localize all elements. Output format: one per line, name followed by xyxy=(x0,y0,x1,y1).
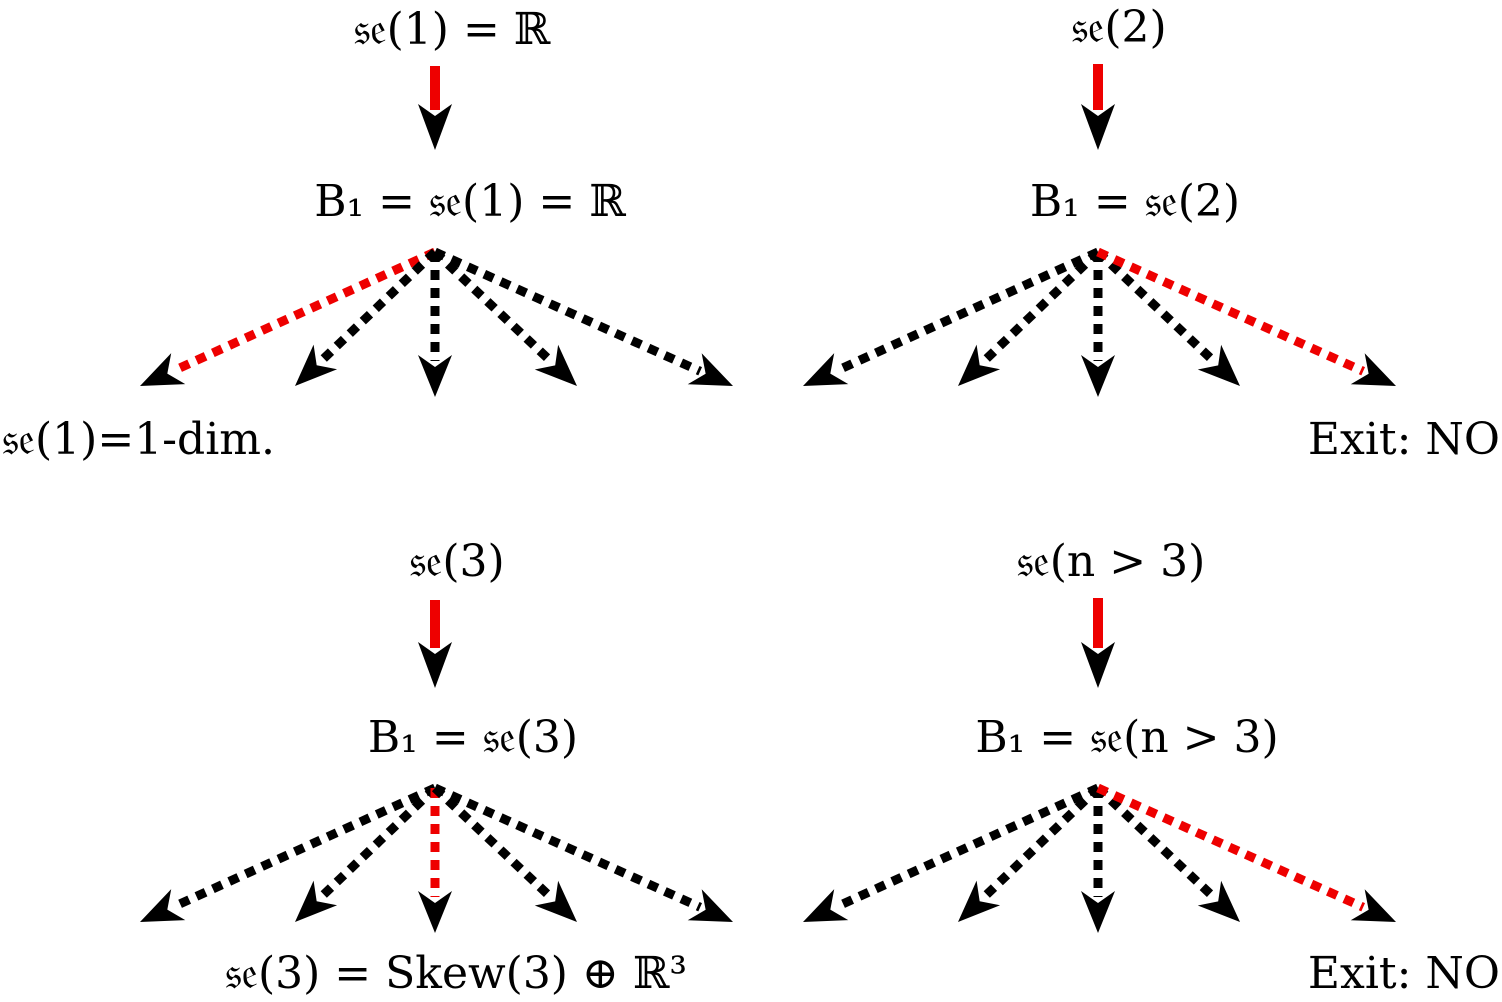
branch-line xyxy=(980,248,1102,365)
branch-line xyxy=(1094,784,1217,901)
dashed-branch-arrow xyxy=(140,247,437,386)
panel-se-n xyxy=(803,598,1396,933)
dashed-branch-arrow xyxy=(1094,248,1240,386)
branch-line xyxy=(980,784,1102,901)
panel3-result-label: 𝔰𝔢(3) = Skew(3) ⊕ ℝ³ xyxy=(224,948,688,999)
branch-line xyxy=(433,783,703,912)
dashed-branch-arrow xyxy=(295,248,439,386)
panel-se3 xyxy=(140,600,733,933)
dashed-branch-arrow xyxy=(140,783,437,922)
arrowhead xyxy=(687,353,733,386)
arrowhead xyxy=(295,344,338,386)
branch-line xyxy=(1094,248,1217,365)
arrowhead xyxy=(1350,889,1396,922)
solid-arrow xyxy=(418,66,452,150)
arrowhead xyxy=(140,889,186,922)
dashed-branch-arrow xyxy=(1081,252,1115,397)
panel-se1 xyxy=(140,66,733,397)
dashed-branch-arrow xyxy=(1096,783,1396,922)
highlighted-branch-line xyxy=(170,247,437,376)
highlighted-branch-line xyxy=(1096,247,1366,376)
solid-arrow xyxy=(1081,598,1115,688)
arrowhead xyxy=(1197,880,1240,922)
dashed-branch-arrow xyxy=(433,783,733,922)
arrowhead xyxy=(140,353,186,386)
panel2-top-label: 𝔰𝔢(2) xyxy=(1071,2,1167,53)
dashed-branch-arrow xyxy=(418,252,452,397)
dashed-branch-arrow xyxy=(433,247,733,386)
dashed-branch-arrow xyxy=(1081,788,1115,933)
panel-se2 xyxy=(803,64,1396,397)
branch-line xyxy=(431,784,554,901)
arrowhead xyxy=(803,889,849,922)
arrowhead xyxy=(958,880,1001,922)
dashed-branch-arrow xyxy=(1094,784,1240,922)
branch-line xyxy=(833,247,1100,376)
branch-line xyxy=(170,783,437,912)
panel3-b1-label: B₁ = 𝔰𝔢(3) xyxy=(367,712,579,763)
panel3-top-label: 𝔰𝔢(3) xyxy=(409,536,505,587)
panel4-b1-label: B₁ = 𝔰𝔢(n > 3) xyxy=(975,712,1279,763)
arrowhead xyxy=(803,353,849,386)
panel2-b1-label: B₁ = 𝔰𝔢(2) xyxy=(1029,176,1241,227)
arrowhead xyxy=(1197,344,1240,386)
arrowhead xyxy=(534,880,577,922)
arrowhead xyxy=(687,889,733,922)
panel1-result-label: 𝔰𝔢(1)=1-dim. xyxy=(2,414,276,465)
arrowhead xyxy=(418,355,452,397)
arrowhead xyxy=(1350,353,1396,386)
dashed-branch-arrow xyxy=(431,248,577,386)
arrowhead xyxy=(534,344,577,386)
panel4-top-label: 𝔰𝔢(n > 3) xyxy=(1016,536,1206,587)
arrowhead xyxy=(958,344,1001,386)
dashed-branch-arrow xyxy=(958,784,1102,922)
branch-line xyxy=(317,784,439,901)
panel1-b1-label: B₁ = 𝔰𝔢(1) = ℝ xyxy=(314,176,626,227)
dashed-branch-arrow xyxy=(803,247,1100,386)
arrowhead xyxy=(418,891,452,933)
branch-line xyxy=(317,248,439,365)
branch-line xyxy=(833,783,1100,912)
dashed-branch-arrow xyxy=(803,783,1100,922)
solid-arrow xyxy=(1081,64,1115,150)
arrowhead xyxy=(295,880,338,922)
arrowhead xyxy=(1081,891,1115,933)
highlighted-branch-line xyxy=(1096,783,1366,912)
dashed-branch-arrow xyxy=(958,248,1102,386)
panel2-result-label: Exit: NO xyxy=(1307,414,1500,465)
panel4-result-label: Exit: NO xyxy=(1307,948,1500,999)
branch-line xyxy=(433,247,703,376)
dashed-branch-arrow xyxy=(418,788,452,933)
dashed-branch-arrow xyxy=(1096,247,1396,386)
dashed-branch-arrow xyxy=(295,784,439,922)
solid-arrow xyxy=(418,600,452,688)
branch-line xyxy=(431,248,554,365)
dashed-branch-arrow xyxy=(431,784,577,922)
arrowhead xyxy=(1081,355,1115,397)
panel1-top-label: 𝔰𝔢(1) = ℝ xyxy=(353,4,551,55)
